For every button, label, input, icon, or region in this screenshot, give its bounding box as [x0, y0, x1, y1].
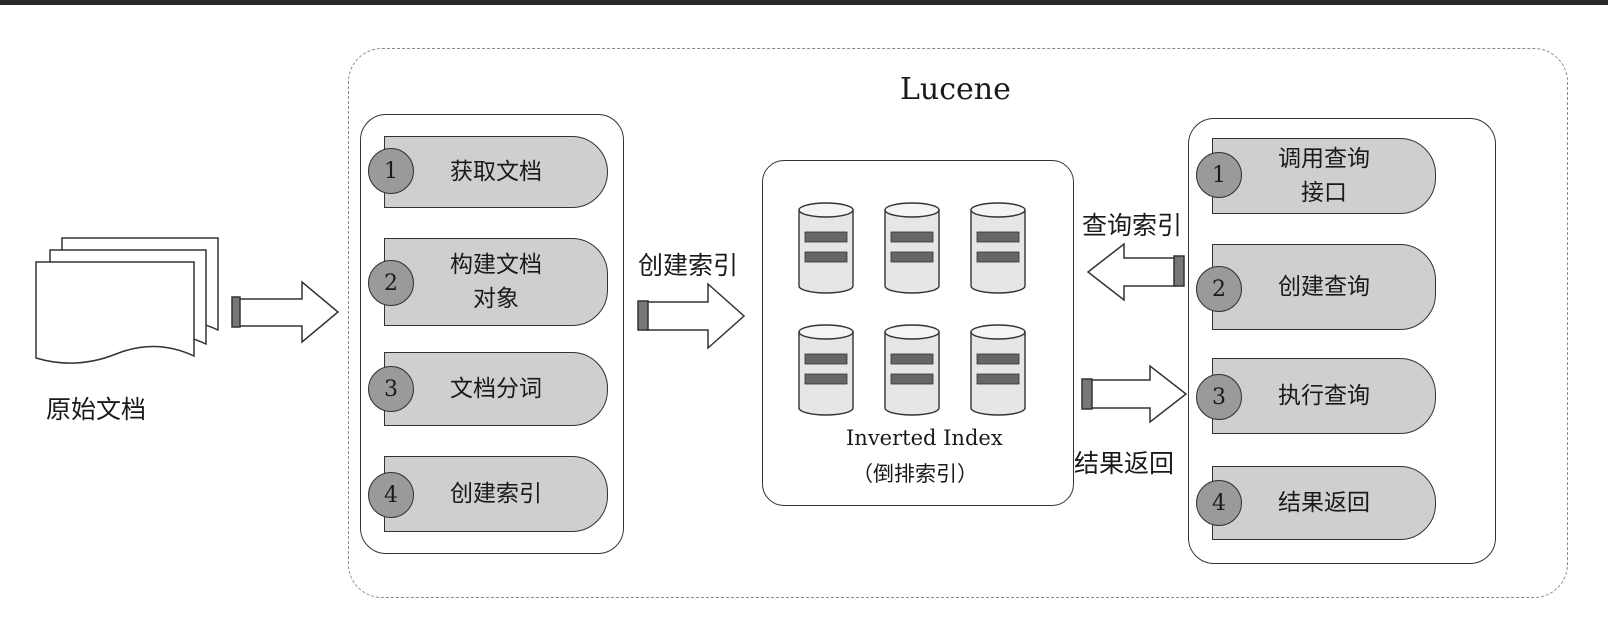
database-icon	[798, 202, 854, 294]
index-step-label: 创建索引	[450, 481, 542, 507]
step-number-badge: 3	[368, 366, 414, 412]
index-step-label: 构建文档 对象	[450, 252, 542, 312]
step-number-badge: 1	[1196, 152, 1242, 198]
step-number-badge: 3	[1196, 374, 1242, 420]
document-stack-icon	[35, 237, 219, 364]
database-icon	[798, 324, 854, 416]
index-step-get-documents: 获取文档	[384, 136, 608, 208]
search-step-call-api: 调用查询 接口	[1212, 138, 1436, 214]
docs-to-indexing-arrow	[231, 280, 340, 344]
step-number-badge: 1	[368, 148, 414, 194]
return-results-flow-label: 结果返回	[1074, 449, 1175, 478]
search-step-execute-query: 执行查询	[1212, 358, 1436, 434]
return-results-arrow	[1081, 364, 1188, 424]
search-step-label: 创建查询	[1278, 274, 1370, 300]
step-number-badge: 4	[1196, 480, 1242, 526]
create-index-arrow	[637, 282, 746, 350]
index-step-create-index: 创建索引	[384, 456, 608, 532]
search-step-create-query: 创建查询	[1212, 244, 1436, 330]
query-index-arrow	[1086, 242, 1185, 302]
database-icon	[884, 324, 940, 416]
step-number-badge: 2	[1196, 266, 1242, 312]
search-step-return-results: 结果返回	[1212, 466, 1436, 540]
lucene-title: Lucene	[900, 72, 1011, 107]
search-step-label: 结果返回	[1278, 490, 1370, 516]
step-number-badge: 2	[368, 260, 414, 306]
search-step-label: 执行查询	[1278, 383, 1370, 409]
top-border	[0, 0, 1608, 5]
index-step-tokenize: 文档分词	[384, 352, 608, 426]
index-step-label: 获取文档	[450, 159, 542, 185]
step-number-badge: 4	[368, 472, 414, 518]
database-icon	[970, 202, 1026, 294]
search-step-label: 调用查询 接口	[1278, 146, 1370, 206]
database-icon	[970, 324, 1026, 416]
database-icon	[884, 202, 940, 294]
lucene-boundary	[348, 48, 1568, 598]
query-index-flow-label: 查询索引	[1082, 211, 1183, 240]
index-step-build-document: 构建文档 对象	[384, 238, 608, 326]
inverted-index-subtitle: （倒排索引）	[852, 462, 978, 486]
index-step-label: 文档分词	[450, 376, 542, 402]
create-index-flow-label: 创建索引	[638, 251, 739, 280]
inverted-index-title: Inverted Index	[846, 426, 1003, 450]
source-documents-label: 原始文档	[46, 395, 147, 424]
